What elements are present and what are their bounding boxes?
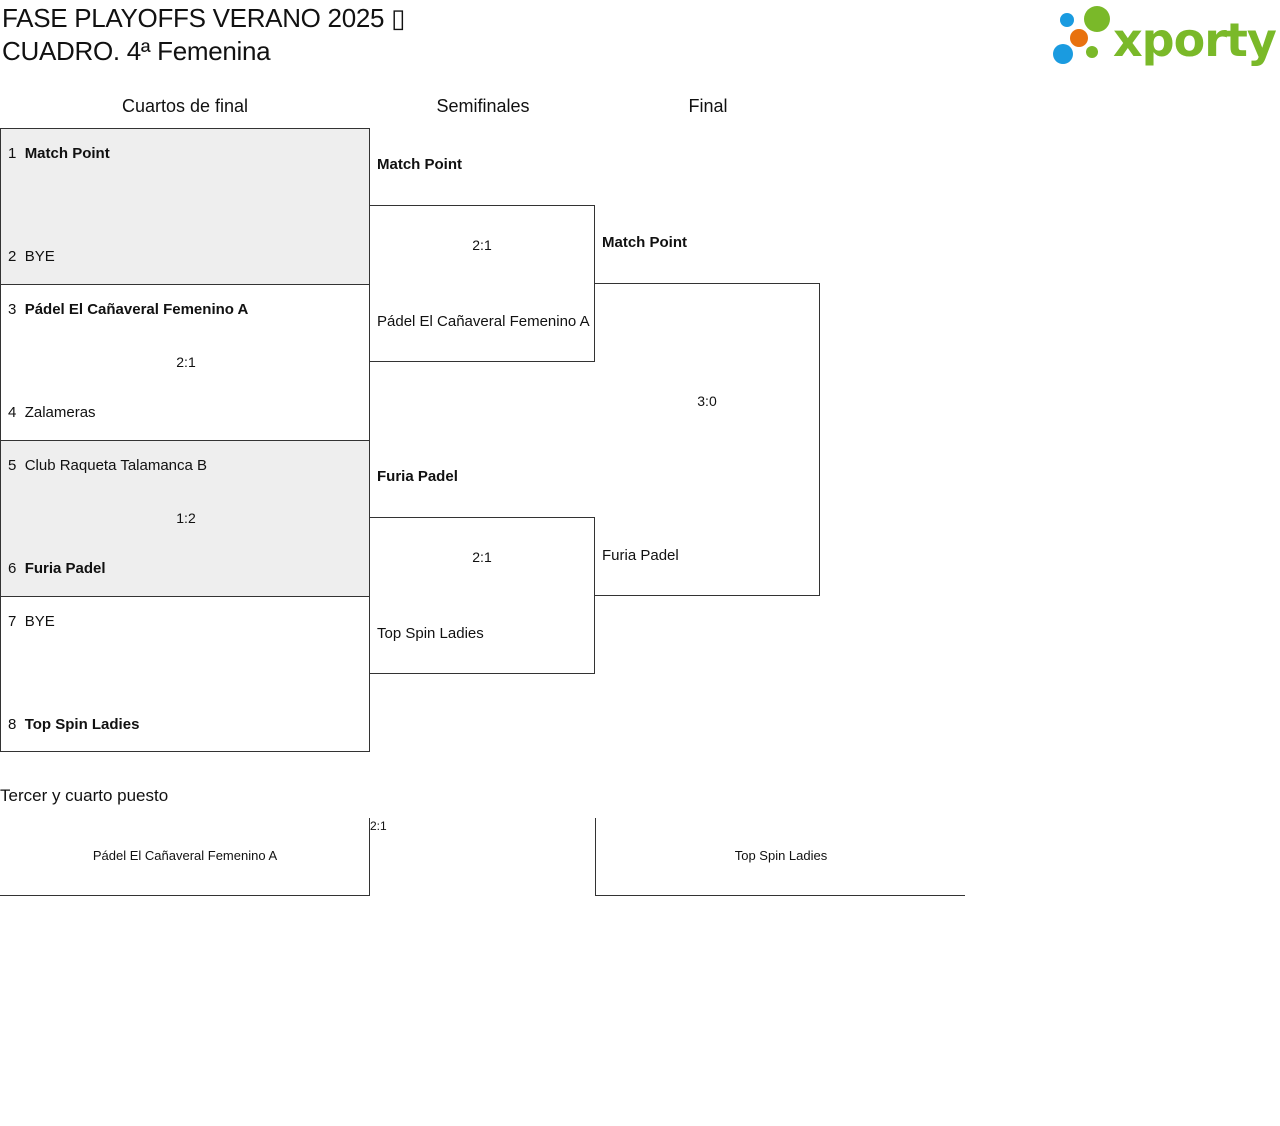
team: 6 Furia Padel: [8, 560, 106, 577]
score: 1:2: [176, 510, 196, 526]
team: 8 Top Spin Ladies: [8, 716, 140, 733]
xporty-logo: xporty: [1050, 4, 1278, 67]
page-title: FASE PLAYOFFS VERANO 2025 ▯ CUADRO. 4ª F…: [2, 2, 405, 68]
round-header-semifinals: Semifinales: [436, 96, 530, 116]
score: 2:1: [472, 237, 492, 253]
svg-text:xporty: xporty: [1113, 13, 1276, 66]
third-place-score: 2:1: [370, 819, 387, 833]
final-bottom-team: Furia Padel: [602, 547, 679, 564]
team: 5 Club Raqueta Talamanca B: [8, 457, 208, 474]
team: 2 BYE: [8, 248, 55, 265]
team: 3 Pádel El Cañaveral Femenino A: [8, 301, 249, 318]
team: Pádel El Cañaveral Femenino A: [92, 848, 278, 863]
sf2-bottom-team: Top Spin Ladies: [377, 625, 484, 642]
score: 2:1: [472, 549, 492, 565]
match-sf-1[interactable]: 2:1 Pádel El Cañaveral Femenino A: [369, 205, 595, 362]
team: 7 BYE: [8, 613, 55, 630]
title-line-1: FASE PLAYOFFS VERANO 2025 ▯: [2, 3, 406, 33]
match-qf-1[interactable]: 1 Match Point 2 BYE: [0, 128, 370, 285]
sf2-top-team: Furia Padel: [377, 468, 458, 485]
third-place-left[interactable]: Pádel El Cañaveral Femenino A: [0, 818, 370, 896]
match-sf-2[interactable]: 2:1 Top Spin Ladies: [369, 517, 595, 674]
sf1-bottom-team: Pádel El Cañaveral Femenino A: [377, 313, 590, 330]
score: 2:1: [176, 354, 196, 370]
title-line-2: CUADRO. 4ª Femenina: [2, 36, 271, 66]
third-place-title: Tercer y cuarto puesto: [0, 786, 169, 805]
team: 4 Zalameras: [8, 404, 96, 421]
match-final[interactable]: 3:0 Furia Padel: [594, 283, 820, 596]
final-top-team: Match Point: [602, 234, 687, 251]
round-header-final: Final: [688, 96, 728, 116]
team: 1 Match Point: [8, 145, 110, 162]
match-qf-4[interactable]: 7 BYE 8 Top Spin Ladies: [0, 596, 370, 752]
match-qf-3[interactable]: 5 Club Raqueta Talamanca B 1:2 6 Furia P…: [0, 440, 370, 597]
score: 3:0: [697, 393, 717, 409]
third-place-right[interactable]: Top Spin Ladies: [595, 818, 965, 896]
team: Top Spin Ladies: [734, 848, 828, 863]
match-qf-2[interactable]: 3 Pádel El Cañaveral Femenino A 2:1 4 Za…: [0, 284, 370, 441]
sf1-top-team: Match Point: [377, 156, 462, 173]
round-header-quarterfinals: Cuartos de final: [121, 96, 249, 116]
